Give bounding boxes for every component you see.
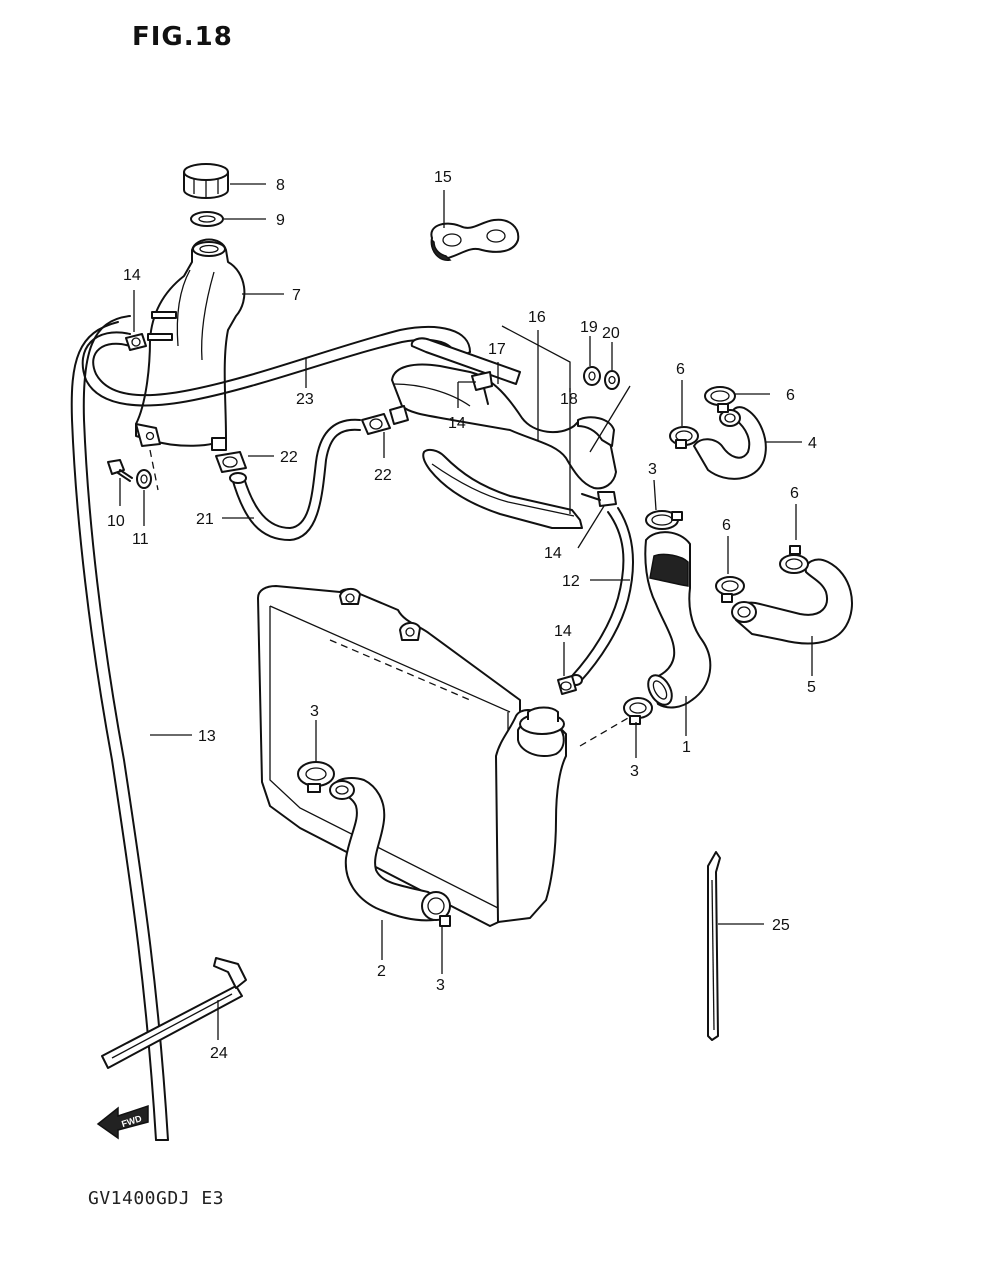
callout-8: 8 bbox=[276, 177, 285, 194]
part-bracket-plate bbox=[422, 448, 583, 529]
callout-22-lower: 22 bbox=[280, 449, 298, 466]
part-10-bolt bbox=[107, 459, 133, 482]
part-18-filler-neck bbox=[389, 363, 617, 490]
callout-18: 18 bbox=[560, 391, 578, 408]
callout-21: 21 bbox=[196, 511, 214, 528]
part-22-clip-upper bbox=[361, 413, 391, 435]
callout-24: 24 bbox=[210, 1045, 228, 1062]
callout-4: 4 bbox=[808, 435, 817, 452]
part-15-grommet bbox=[430, 218, 520, 261]
part-24-tie-strap bbox=[101, 957, 247, 1069]
model-code: GV1400GDJ E3 bbox=[88, 1188, 225, 1209]
callout-14-tank: 14 bbox=[123, 267, 141, 284]
part-3-clamp-upper bbox=[645, 510, 683, 530]
callout-10: 10 bbox=[107, 513, 125, 530]
callout-6-c: 6 bbox=[722, 517, 731, 534]
radiator-core bbox=[257, 585, 521, 927]
leader-lines bbox=[119, 183, 813, 1040]
part-25-strap bbox=[707, 851, 721, 1041]
callout-14-right: 14 bbox=[544, 545, 562, 562]
callout-25: 25 bbox=[772, 917, 790, 934]
figure-title: FIG.18 bbox=[132, 22, 233, 52]
part-4-elbow-hose bbox=[693, 406, 767, 480]
radiator-side-tank bbox=[495, 709, 567, 923]
callout-14-bracket: 14 bbox=[448, 415, 466, 432]
part-3-clamp-lower-hose bbox=[421, 891, 451, 927]
callout-2: 2 bbox=[377, 963, 386, 980]
part-22-clip-lower bbox=[215, 451, 247, 473]
part-3-clamp-radiator-left bbox=[297, 761, 335, 793]
fwd-arrow-icon: FWD bbox=[96, 1104, 149, 1140]
part-11-washer bbox=[136, 469, 152, 489]
callout-7: 7 bbox=[292, 287, 301, 304]
callout-6-d: 6 bbox=[790, 485, 799, 502]
part-6-clamp-d bbox=[779, 545, 809, 574]
part-6-clamp-c bbox=[715, 576, 745, 603]
part-14-clip-tank bbox=[125, 333, 147, 351]
callout-12: 12 bbox=[562, 573, 580, 590]
part-6-clamp-b bbox=[669, 426, 699, 449]
dash-tank-bolt bbox=[149, 449, 159, 491]
callout-14-hose: 14 bbox=[554, 623, 572, 640]
callout-3-lower: 3 bbox=[436, 977, 445, 994]
callout-13: 13 bbox=[198, 728, 216, 745]
radiator-filler-cap bbox=[519, 706, 565, 735]
callout-16: 16 bbox=[528, 309, 546, 326]
callout-20: 20 bbox=[602, 325, 620, 342]
callout-3-upper: 3 bbox=[648, 461, 657, 478]
part-12-hose bbox=[569, 507, 634, 686]
part-3-clamp-lower bbox=[623, 697, 653, 725]
part-20-washer bbox=[604, 370, 620, 390]
callout-1: 1 bbox=[682, 739, 691, 756]
part-13-overflow-hose bbox=[70, 315, 169, 1141]
part-14-clip-right bbox=[581, 491, 617, 507]
part-8-reservoir-cap bbox=[183, 163, 229, 199]
callout-5: 5 bbox=[807, 679, 816, 696]
part-17-cushion-strip bbox=[410, 337, 521, 385]
callout-9: 9 bbox=[276, 212, 285, 229]
part-9-washer bbox=[190, 211, 224, 227]
part-1-radiator-hose bbox=[644, 531, 712, 709]
callout-17: 17 bbox=[488, 341, 506, 358]
callout-22-upper: 22 bbox=[374, 467, 392, 484]
callout-3-radiator: 3 bbox=[310, 703, 319, 720]
callout-15: 15 bbox=[434, 169, 452, 186]
dash-hose1-radiator bbox=[579, 717, 629, 747]
callout-23: 23 bbox=[296, 391, 314, 408]
part-21-hose bbox=[229, 418, 361, 541]
callout-3-hose1: 3 bbox=[630, 763, 639, 780]
part-14-clip-bracket bbox=[471, 371, 493, 405]
part-7-reservoir-tank bbox=[135, 238, 246, 451]
part-14-clip-hose bbox=[557, 675, 577, 695]
leader-16-bracket bbox=[501, 325, 571, 514]
callout-6-b: 6 bbox=[786, 387, 795, 404]
callout-labels: 8 9 7 14 15 16 17 18 19 20 23 14 22 22 1… bbox=[107, 169, 817, 1062]
callout-19: 19 bbox=[580, 319, 598, 336]
callout-11: 11 bbox=[132, 531, 149, 548]
callout-6-a: 6 bbox=[676, 361, 685, 378]
leader-19-20 bbox=[589, 385, 631, 453]
part-19-nut bbox=[583, 366, 601, 386]
part-6-clamp-a bbox=[704, 386, 736, 413]
